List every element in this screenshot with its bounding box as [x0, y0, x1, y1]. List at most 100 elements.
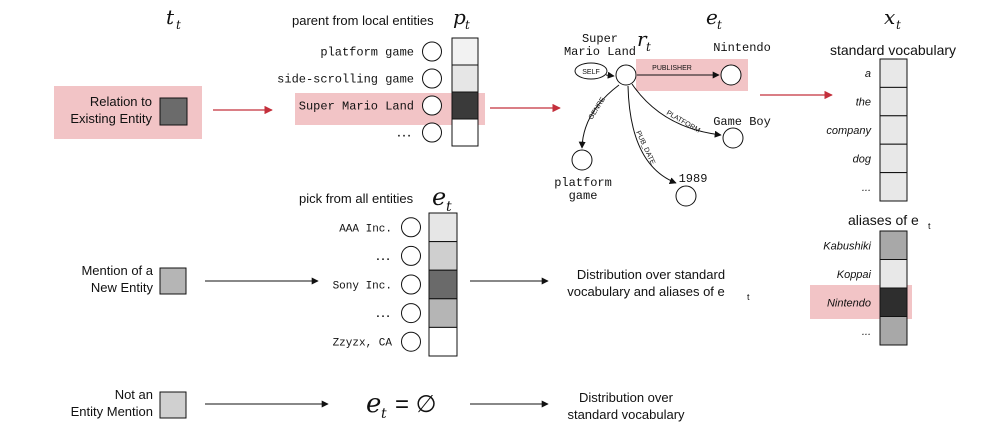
aliases-list: KabushikiKoppaiNintendo...	[823, 230, 908, 346]
header-e: e t	[706, 5, 722, 32]
aliases-title-sub: t	[928, 221, 931, 231]
pick-item-circle	[401, 274, 421, 295]
pick-item-cell	[428, 269, 458, 300]
mention-swatch	[159, 267, 187, 295]
pick-title: pick from all entities	[299, 191, 414, 206]
null-eq-rhs: = ∅	[395, 391, 437, 418]
parent-item-label: …	[396, 124, 412, 141]
header-p-sub: t	[465, 18, 470, 32]
header-x-sub: t	[896, 18, 901, 32]
alias-item-cell	[879, 287, 908, 317]
edge-genre	[578, 84, 620, 149]
alias-item-label: Nintendo	[827, 297, 871, 309]
vocab-item-cell	[879, 143, 908, 174]
header-e-sub: t	[717, 18, 722, 32]
vocab-item-label: company	[826, 125, 872, 137]
header-p-letter: p	[453, 5, 466, 29]
graph-center-label-line2: Mario Land	[564, 45, 636, 59]
pick-item-label: Zzyzx, CA	[333, 338, 393, 350]
alias-item-cell	[879, 230, 908, 260]
pick-item-cell	[428, 241, 458, 271]
mention-label-line2: New Entity	[91, 280, 154, 295]
not-label-line1: Not an	[115, 387, 153, 402]
pick-item-circle	[401, 245, 421, 266]
pick-list: AAA Inc.…Sony Inc.…Zzyzx, CA	[333, 212, 458, 357]
alias-item-label: ...	[862, 326, 871, 338]
relation-label-line1: Relation to	[90, 94, 152, 109]
header-e-letter: e	[706, 5, 718, 29]
node-platform-label-line2: game	[569, 189, 598, 203]
vocab-item-cell	[879, 172, 908, 202]
parent-item-label: platform game	[320, 46, 414, 60]
parent-item-cell	[451, 91, 479, 120]
relation-swatch	[159, 97, 188, 126]
parent-item-label: Super Mario Land	[299, 100, 414, 114]
graph-center-label-line1: Super	[582, 32, 618, 46]
node-nintendo-label: Nintendo	[713, 41, 771, 55]
pick-item-circle	[401, 303, 421, 324]
aliases-title-text: aliases of e	[848, 212, 919, 228]
vocab-item-label: a	[865, 68, 871, 80]
dist-mid-line1: Distribution over standard	[577, 267, 725, 282]
parent-item-circle	[422, 68, 442, 89]
header-r-sub: t	[646, 40, 651, 54]
vocab-list: athecompanydog...	[826, 58, 908, 202]
null-eq-lhs: e	[366, 389, 381, 419]
alias-item-cell	[879, 259, 908, 289]
aliases-title: aliases of e t	[848, 212, 931, 231]
alias-item-label: Kabushiki	[823, 240, 871, 252]
pick-item-cell	[428, 298, 458, 328]
null-equation: e t = ∅	[366, 389, 437, 422]
edge-platform	[631, 83, 722, 138]
edge-publisher-label: PUBLISHER	[652, 65, 692, 72]
header-r: r t	[637, 27, 651, 54]
header-t-sub: t	[176, 18, 181, 32]
null-eq-sub: t	[381, 406, 387, 422]
pick-item-cell	[428, 212, 458, 243]
parent-item-cell	[451, 37, 479, 66]
self-loop	[574, 62, 608, 80]
edge-pubdate	[627, 85, 677, 184]
pick-e-sub: t	[446, 199, 452, 215]
parent-item-circle	[422, 95, 442, 116]
vocab-item-label: dog	[853, 153, 872, 165]
pick-item-circle	[401, 331, 421, 352]
edge-genre-label: GENRE	[588, 96, 607, 121]
dist-bottom-line1: Distribution over	[579, 390, 674, 405]
pick-e-label: e t	[432, 183, 452, 215]
pick-e-letter: e	[432, 183, 446, 211]
pick-item-label: …	[375, 247, 391, 264]
node-center	[615, 64, 637, 86]
node-platform-game	[571, 149, 593, 171]
node-gameboy-label: Game Boy	[713, 115, 771, 129]
parent-title: parent from local entities	[292, 13, 434, 28]
alias-item-label: Koppai	[837, 269, 872, 281]
edge-pubdate-label: PUB_DATE	[634, 130, 656, 166]
vocab-title: standard vocabulary	[830, 42, 956, 58]
parent-item-label: side-scrolling game	[277, 73, 414, 87]
pick-item-circle	[401, 217, 421, 238]
header-r-letter: r	[637, 27, 648, 51]
pick-item-label: AAA Inc.	[339, 223, 392, 235]
edge-platform-label: PLATFORM	[665, 110, 701, 135]
alias-item-cell	[879, 316, 908, 346]
header-x: x t	[884, 5, 901, 32]
pick-item-label: Sony Inc.	[333, 281, 392, 293]
node-date-label: 1989	[679, 172, 708, 186]
vocab-item-cell	[879, 58, 908, 88]
node-platform-label-line1: platform	[554, 176, 612, 190]
dist-bottom-line2: standard vocabulary	[567, 407, 685, 422]
not-label-line2: Entity Mention	[71, 404, 153, 419]
self-loop-label: SELF	[582, 69, 600, 76]
header-t: t t	[166, 5, 181, 32]
pick-item-cell	[428, 326, 458, 357]
parent-item-cell	[451, 118, 479, 147]
relation-label-line2: Existing Entity	[70, 111, 152, 126]
dist-mid-line2-sub: t	[747, 292, 750, 302]
not-swatch	[159, 391, 187, 419]
header-x-letter: x	[884, 5, 895, 29]
vocab-item-label: the	[856, 97, 871, 109]
mention-label-line1: Mention of a	[81, 263, 153, 278]
